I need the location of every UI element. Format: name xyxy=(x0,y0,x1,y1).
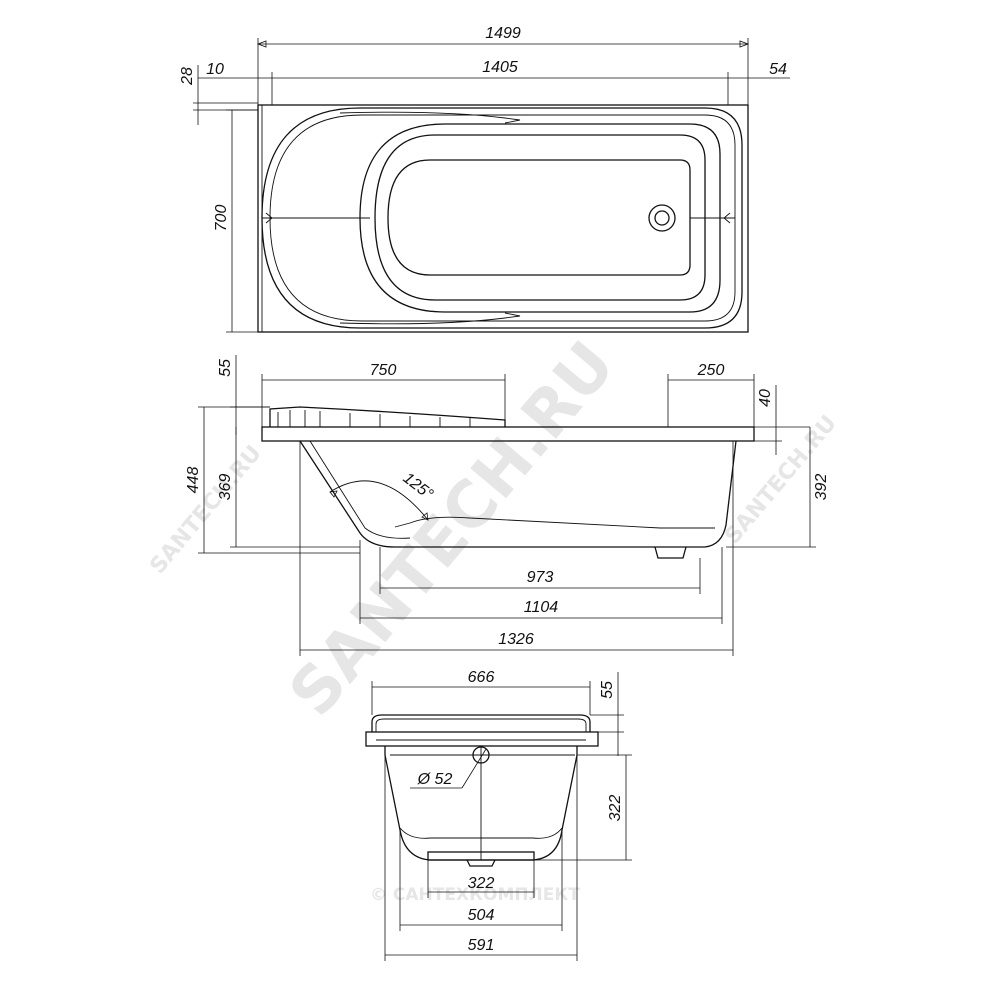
dim-top-width: 666 xyxy=(468,669,495,686)
dim-outer-width: 591 xyxy=(468,937,495,954)
dim-right-depth: 392 xyxy=(813,474,830,501)
dim-width: 700 xyxy=(213,205,230,232)
dim-offset-left: 10 xyxy=(206,61,224,78)
dim-seat-length: 750 xyxy=(370,362,397,379)
end-view: Ø 52 666 55 322 322 504 591 xyxy=(365,669,632,961)
dim-rim-thickness: 28 xyxy=(179,67,196,86)
dim-right-height: 40 xyxy=(757,389,774,407)
drain-circle xyxy=(648,204,676,232)
dim-foot-width: 322 xyxy=(468,875,495,892)
dim-offset-right: 54 xyxy=(769,61,787,78)
watermark-bottom: © САНТЕХКОМПЛЕКТ xyxy=(370,885,580,905)
dim-bottom-width: 504 xyxy=(468,907,495,924)
side-body xyxy=(299,440,737,548)
dim-rim-height: 55 xyxy=(599,681,616,699)
top-outline xyxy=(257,104,749,333)
dim-drain-diameter: Ø 52 xyxy=(417,771,453,788)
top-view: 1499 1405 10 54 28 700 xyxy=(179,25,790,333)
dim-depth: 322 xyxy=(607,795,624,822)
dim-seat-height: 55 xyxy=(217,359,234,377)
side-seat xyxy=(269,406,506,427)
dim-right-ledge: 250 xyxy=(697,362,725,379)
end-rim xyxy=(365,731,599,747)
dim-total-length: 1499 xyxy=(485,25,521,42)
end-cap xyxy=(371,714,591,732)
top-basin xyxy=(359,123,721,313)
dim-bottom-length-3: 1326 xyxy=(498,631,534,648)
side-foot xyxy=(654,546,687,559)
dim-total-height: 448 xyxy=(185,467,202,494)
dim-bowl-depth: 369 xyxy=(217,474,234,501)
watermark-small-left: SANTECH.RU xyxy=(145,441,266,579)
dim-inner-length: 1405 xyxy=(482,59,518,76)
side-view: 125° 750 250 55 40 448 369 392 xyxy=(185,355,830,656)
watermark-main: SANTECH.RU xyxy=(276,328,630,730)
top-bottom xyxy=(387,159,691,276)
dim-bottom-length-1: 973 xyxy=(527,569,554,586)
dim-bottom-length-2: 1104 xyxy=(524,599,559,616)
top-rim xyxy=(261,107,743,329)
side-rim xyxy=(261,426,755,442)
angle-arc xyxy=(329,480,429,521)
